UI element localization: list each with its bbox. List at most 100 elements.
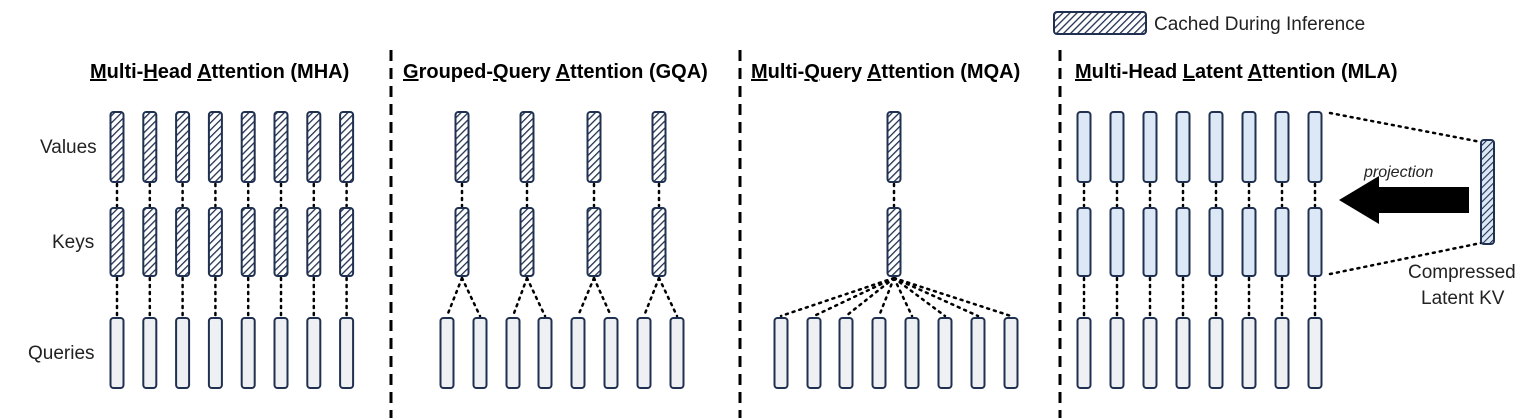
mla-connectors xyxy=(1082,182,1317,318)
key-head xyxy=(586,207,602,277)
query-head xyxy=(871,317,887,389)
query-head xyxy=(207,317,223,389)
key-query-connector xyxy=(445,276,464,318)
legend-swatch xyxy=(1053,11,1147,35)
key-head xyxy=(1274,207,1290,277)
value-head xyxy=(142,111,158,183)
query-head xyxy=(240,317,256,389)
mqa-query-heads xyxy=(773,317,1019,389)
mqa-connectors xyxy=(779,182,1013,318)
key-query-connector xyxy=(511,276,529,318)
key-query-connector xyxy=(844,276,896,318)
query-head xyxy=(273,317,289,389)
latent-projection-guide-bottom xyxy=(1328,241,1483,276)
value-head xyxy=(1109,111,1125,183)
panel-mqa xyxy=(773,111,1019,389)
query-head xyxy=(537,317,553,389)
key-head xyxy=(519,207,535,277)
value-head xyxy=(1241,111,1257,183)
key-head xyxy=(651,207,667,277)
key-head xyxy=(1076,207,1092,277)
mha-key-heads xyxy=(109,207,355,277)
panel-title-mha: Multi-Head Attention (MHA) xyxy=(90,61,349,83)
legend: Cached During Inference xyxy=(1053,11,1365,35)
key-head xyxy=(240,207,256,277)
key-head xyxy=(273,207,289,277)
mqa-key-heads xyxy=(886,207,902,277)
value-head xyxy=(109,111,125,183)
value-head xyxy=(454,111,470,183)
value-head xyxy=(1076,111,1092,183)
mqa-value-heads xyxy=(886,111,902,183)
value-head xyxy=(240,111,256,183)
key-head xyxy=(1208,207,1224,277)
latent-label-line2: Latent KV xyxy=(1421,288,1505,309)
mla-value-heads xyxy=(1076,111,1323,183)
query-head xyxy=(669,317,685,389)
mla-key-heads xyxy=(1076,207,1323,277)
query-head xyxy=(570,317,586,389)
mla-query-heads xyxy=(1076,317,1323,389)
query-head xyxy=(306,317,322,389)
gqa-value-heads xyxy=(454,111,667,183)
panel-title-gqa: Grouped-Query Attention (GQA) xyxy=(403,61,708,83)
row-label-queries: Queries xyxy=(28,343,95,364)
value-head xyxy=(586,111,602,183)
key-query-connector xyxy=(460,276,482,318)
key-query-connector xyxy=(525,276,547,318)
projection-label: projection xyxy=(1363,164,1433,181)
key-head xyxy=(1142,207,1158,277)
query-head xyxy=(472,317,488,389)
key-query-connector xyxy=(657,276,679,318)
mha-connectors xyxy=(115,182,348,318)
query-head xyxy=(1208,317,1224,389)
query-head xyxy=(1274,317,1290,389)
key-query-connector xyxy=(877,276,896,318)
value-head xyxy=(273,111,289,183)
value-head xyxy=(1175,111,1191,183)
value-head xyxy=(886,111,902,183)
key-head xyxy=(886,207,902,277)
value-head xyxy=(1307,111,1323,183)
key-head xyxy=(306,207,322,277)
query-head xyxy=(636,317,652,389)
query-head xyxy=(1241,317,1257,389)
key-head xyxy=(1307,207,1323,277)
key-head xyxy=(175,207,191,277)
key-head xyxy=(1109,207,1125,277)
projection-arrow-icon xyxy=(1339,176,1469,224)
key-head xyxy=(109,207,125,277)
query-head xyxy=(109,317,125,389)
value-head xyxy=(339,111,355,183)
key-head xyxy=(339,207,355,277)
key-head xyxy=(1175,207,1191,277)
query-head xyxy=(1142,317,1158,389)
panel-title-mla: Multi-Head Latent Attention (MLA) xyxy=(1075,61,1398,83)
value-head xyxy=(1274,111,1290,183)
panel-mla: projection Compressed Latent KV xyxy=(1076,111,1516,389)
value-head xyxy=(1142,111,1158,183)
query-head xyxy=(1076,317,1092,389)
panel-gqa xyxy=(439,111,685,389)
key-head xyxy=(1241,207,1257,277)
key-query-connector xyxy=(892,276,947,318)
query-head xyxy=(838,317,854,389)
gqa-key-heads xyxy=(454,207,667,277)
row-label-values: Values xyxy=(40,137,97,158)
value-head xyxy=(175,111,191,183)
key-head xyxy=(142,207,158,277)
query-head xyxy=(175,317,191,389)
query-head xyxy=(1175,317,1191,389)
key-query-connector xyxy=(576,276,596,318)
key-query-connector xyxy=(779,276,896,318)
query-head xyxy=(1109,317,1125,389)
query-head xyxy=(439,317,455,389)
key-query-connector xyxy=(892,276,914,318)
key-query-connector xyxy=(642,276,661,318)
query-head xyxy=(904,317,920,389)
key-head xyxy=(207,207,223,277)
query-head xyxy=(806,317,822,389)
latent-label-line1: Compressed xyxy=(1408,262,1516,283)
panel-title-mqa: Multi-Query Attention (MQA) xyxy=(751,61,1020,83)
